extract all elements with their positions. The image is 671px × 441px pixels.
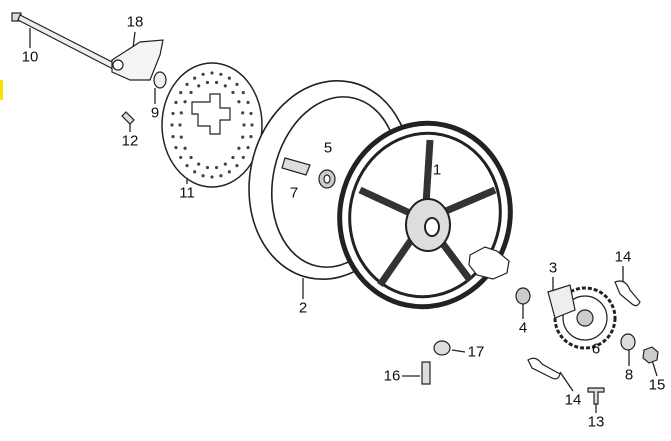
disc-hole <box>249 134 253 139</box>
disc-hole <box>219 72 223 76</box>
disc-hole <box>235 164 239 168</box>
disc-hole <box>237 146 241 150</box>
part-label-valve: 16 <box>383 367 401 385</box>
part-label-sprocket: 6 <box>591 340 601 358</box>
disc-hole <box>223 84 227 88</box>
disc-hole <box>241 135 245 139</box>
part-label-bracket: 18 <box>126 13 144 31</box>
disc-hole <box>210 175 214 179</box>
disc-hole <box>249 111 253 116</box>
disc-hole <box>179 135 183 139</box>
disc-hole <box>179 90 183 95</box>
disc-hole <box>183 146 187 150</box>
part-label-collar: 9 <box>150 104 160 122</box>
disc-hole <box>201 174 205 178</box>
disc-hole <box>250 123 254 127</box>
disc-hole <box>237 100 241 104</box>
disc-hole <box>241 90 245 95</box>
brake-disc-shape <box>161 62 263 188</box>
part-label-pin: 13 <box>587 413 605 431</box>
disc-hole <box>189 90 193 95</box>
disc-hole <box>214 80 219 85</box>
disc-hole <box>171 111 175 116</box>
disc-hole <box>178 123 182 127</box>
disc-hole <box>210 71 214 75</box>
part-label-nut: 15 <box>648 376 666 394</box>
sprocket-shape <box>547 284 617 350</box>
disc-hole <box>174 145 178 150</box>
disc-hole <box>185 164 189 168</box>
disc-hole <box>179 155 183 160</box>
part-label-brake-disc: 11 <box>179 184 195 202</box>
part-label-bearing-left: 5 <box>323 139 333 157</box>
disc-hole <box>189 155 193 160</box>
rim-shape <box>337 120 513 310</box>
disc-hole <box>197 84 201 88</box>
disc-hole <box>241 111 245 115</box>
disc-hole <box>171 134 175 139</box>
disc-hole <box>193 76 197 80</box>
disc-hole <box>193 170 197 174</box>
part-label-tire: 2 <box>298 299 308 317</box>
disc-hole <box>241 155 245 160</box>
disc-hole <box>231 155 235 160</box>
disc-hole <box>242 123 246 127</box>
part-label-lock-plate-top: 14 <box>614 248 632 266</box>
part-label-axle: 10 <box>21 48 39 66</box>
part-label-bolt: 12 <box>121 132 139 150</box>
disc-hole <box>227 170 231 174</box>
part-label-rim: 1 <box>432 161 442 179</box>
disc-hole <box>235 82 239 86</box>
disc-hole <box>246 145 250 150</box>
disc-hole <box>219 174 223 178</box>
part-label-spacer: 7 <box>289 184 299 202</box>
part-label-lock-plate-bottom: 14 <box>564 391 582 409</box>
part-label-hub: 3 <box>548 259 558 277</box>
part-label-collar-right: 8 <box>624 366 634 384</box>
disc-hole <box>214 165 219 170</box>
disc-hole <box>197 162 201 166</box>
bracket-shape <box>111 39 164 81</box>
disc-hole <box>246 100 250 105</box>
part-label-valve-cap: 17 <box>467 343 485 361</box>
part-label-bearing-right: 4 <box>518 319 528 337</box>
disc-hole <box>201 72 205 76</box>
disc-hole <box>179 111 183 115</box>
disc-hole <box>185 82 189 86</box>
disc-hole <box>231 90 235 95</box>
disc-hole <box>223 162 227 166</box>
disc-hole <box>170 123 174 127</box>
disc-hole <box>205 165 210 170</box>
disc-hole <box>205 80 210 85</box>
side-marker <box>0 80 3 100</box>
disc-hole <box>183 100 187 104</box>
disc-hole <box>174 100 178 105</box>
disc-hole <box>227 76 231 80</box>
